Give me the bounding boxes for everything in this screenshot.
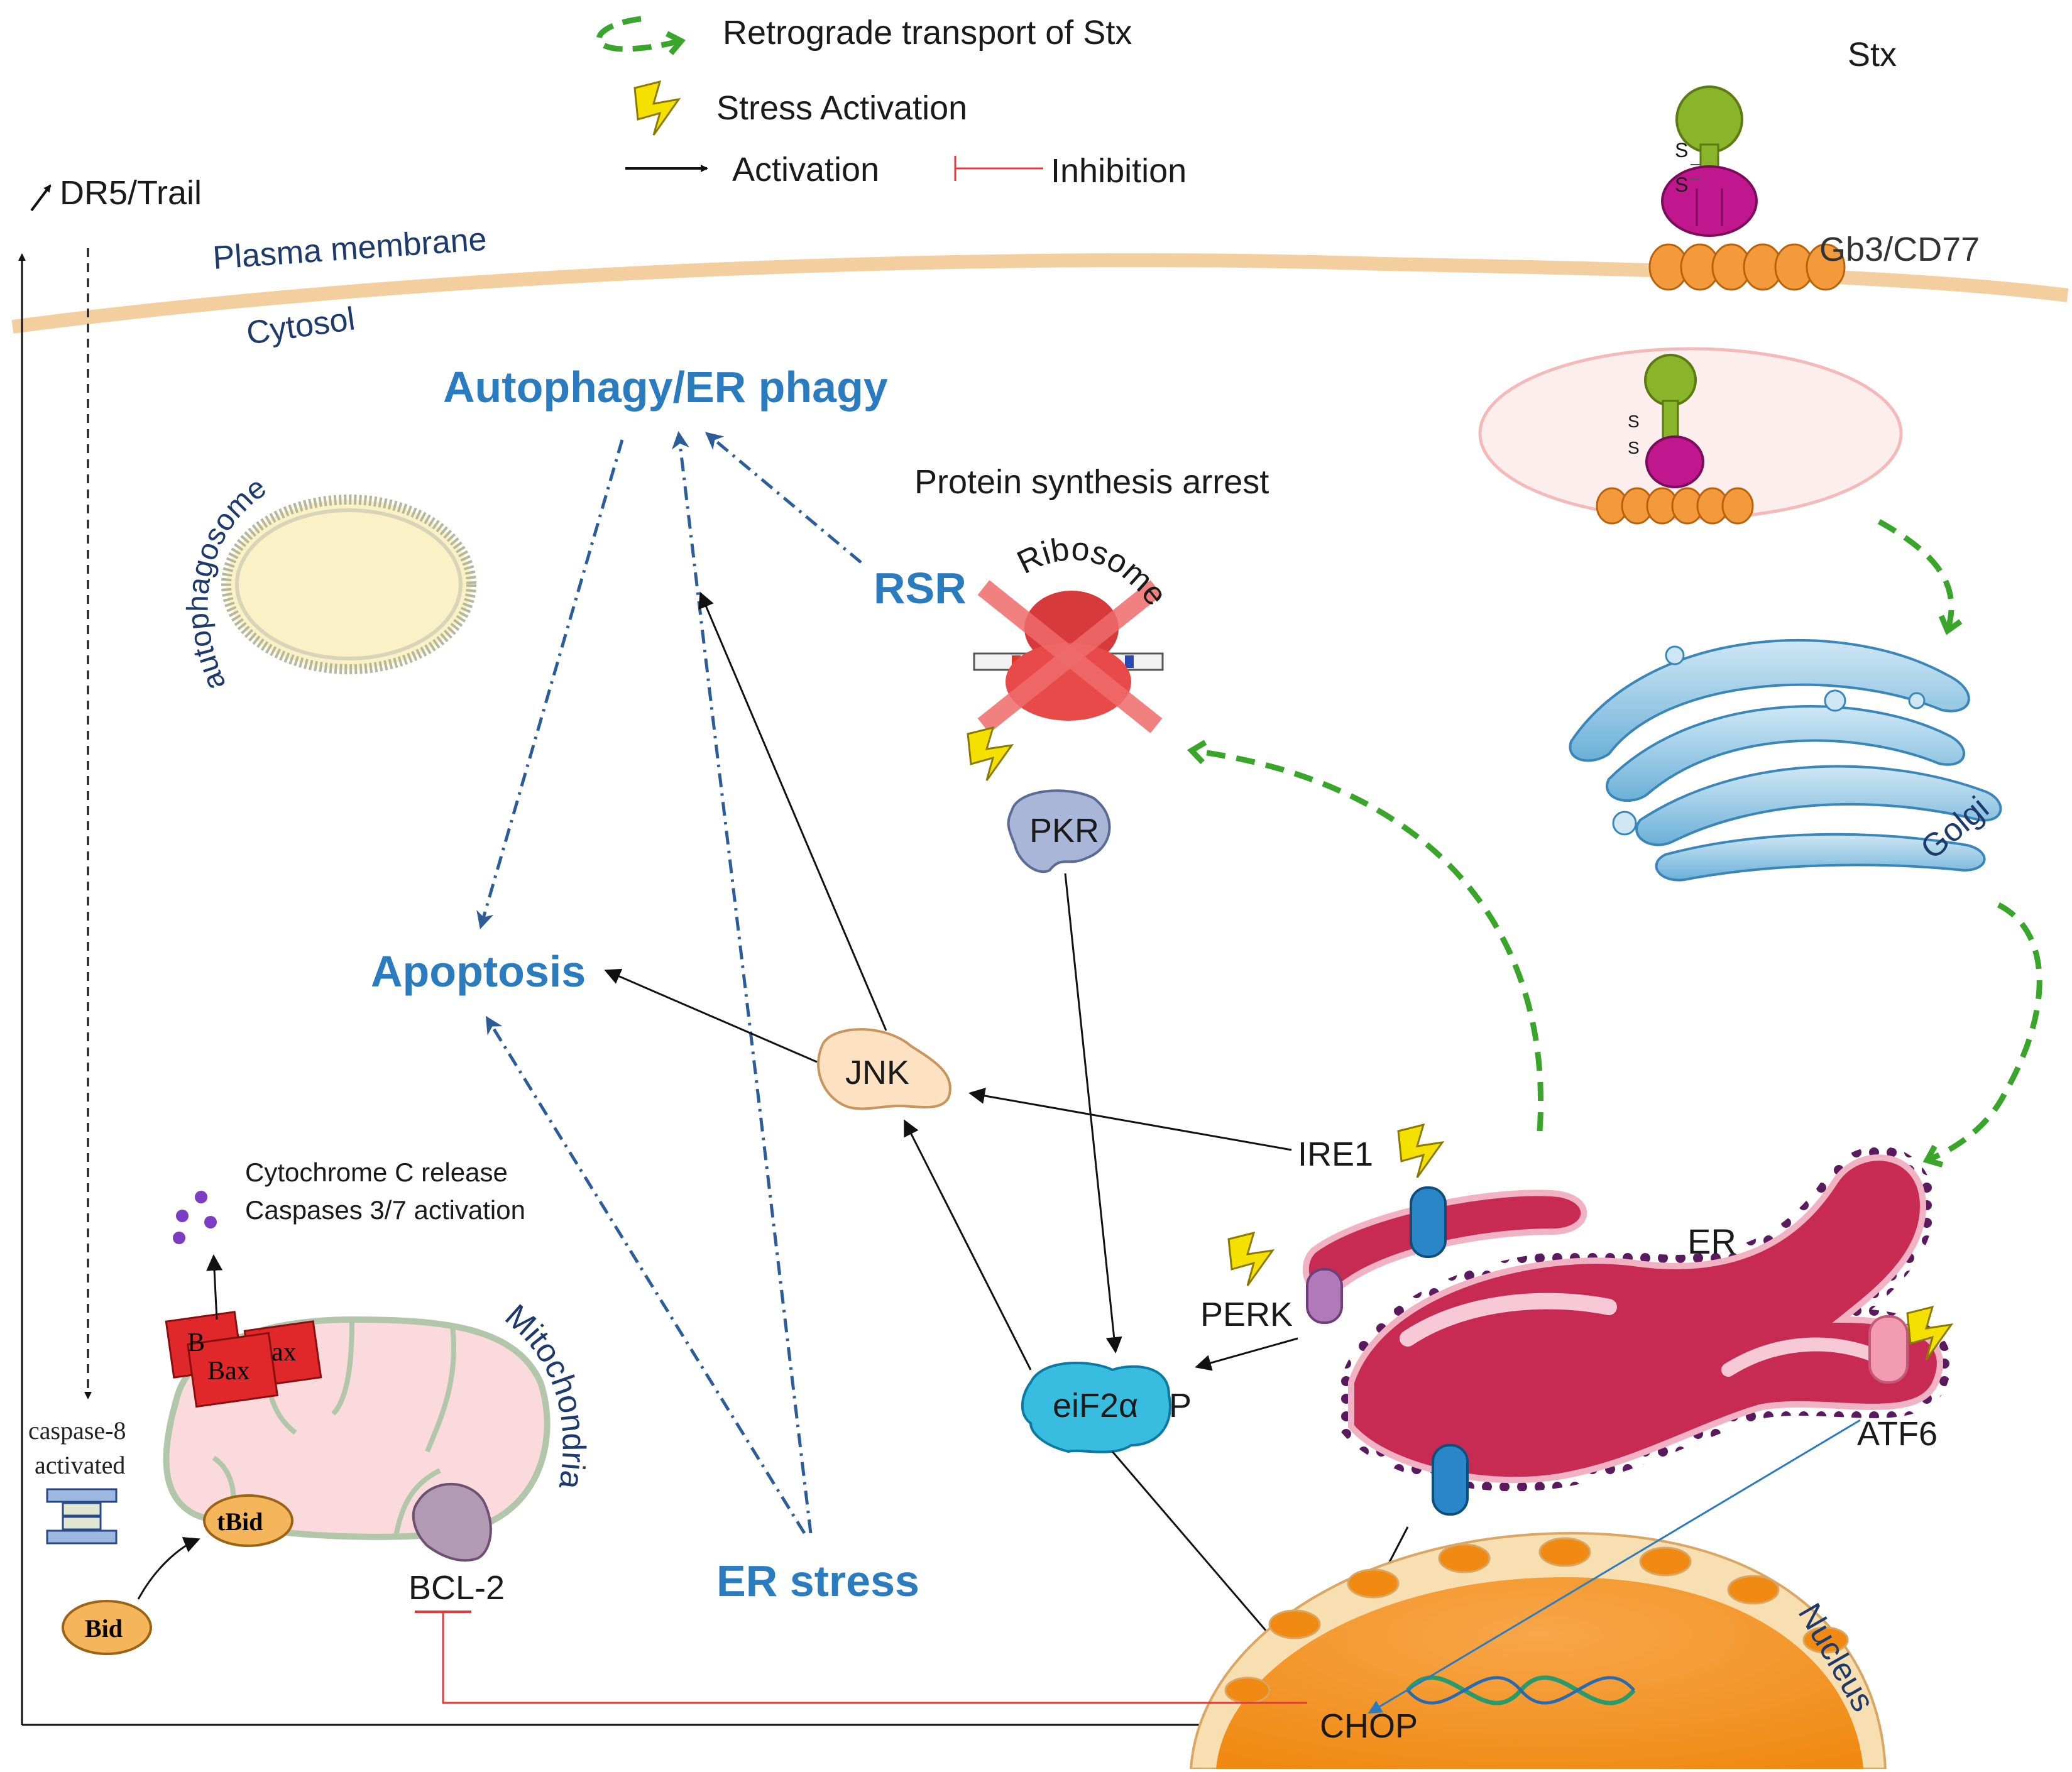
legend-stress-label: Stress Activation [716, 89, 967, 127]
gb3-label: Gb3/CD77 [1819, 231, 1980, 268]
arrow-pkr-to-eif2a [1064, 873, 1122, 1354]
bax-text-left: B [187, 1328, 205, 1357]
disulfide-s-1: S [1675, 139, 1688, 161]
atf6-label: ATF6 [1857, 1415, 1938, 1453]
arrow-jnk-to-autophagy [698, 591, 887, 1031]
eif2a-protein [1021, 1362, 1171, 1453]
retrograde-arrow-to-er [1922, 902, 2042, 1168]
bid-label: Bid [85, 1614, 123, 1643]
tbid-protein [203, 1494, 293, 1547]
stx-label: Stx [1848, 36, 1897, 74]
arrow-eif2a-to-jnk [904, 1119, 1032, 1370]
retrograde-arrow-to-golgi [1877, 519, 1963, 635]
cytochrome-label: Cytochrome C release [245, 1157, 508, 1187]
protein-synthesis-label: Protein synthesis arrest [914, 463, 1269, 501]
endoplasmic-reticulum [1302, 1146, 1951, 1516]
chop-label: CHOP [1320, 1707, 1418, 1745]
eif2a-label: eiF2α [1053, 1387, 1138, 1425]
jnk-protein [817, 1028, 951, 1110]
legend-green-dash-icon [596, 16, 686, 55]
arrow-erstress-to-autophagy [671, 431, 813, 1534]
golgi-apparatus [1569, 639, 2002, 882]
tbid-label: tBid [217, 1507, 263, 1536]
retrograde-arrow-to-ribosome [1187, 740, 1544, 1132]
vesicle-s-1: S [1628, 412, 1640, 431]
arrow-rsr-to-autophagy [704, 432, 862, 564]
ire1-lightning-icon [1397, 1123, 1445, 1178]
arrow-jnk-to-apoptosis [604, 968, 818, 1063]
autophagy-label: Autophagy/ER phagy [443, 363, 888, 412]
legend-retrograde-label: Retrograde transport of Stx [723, 14, 1132, 52]
arrow-erstress-to-apoptosis [485, 1015, 806, 1534]
dr5-up-arrow [30, 184, 52, 212]
bax-cluster [165, 1311, 322, 1408]
caspase8-label-1: caspase-8 [28, 1416, 126, 1445]
plasma-membrane-band [11, 253, 2069, 334]
jnk-label: JNK [845, 1054, 909, 1091]
bax-text-right: ax [271, 1338, 297, 1367]
gb3-receptor-vesicle [1596, 487, 1754, 525]
caspase8-label-2: activated [35, 1451, 125, 1479]
ribosome-blocked [973, 580, 1164, 733]
legend-inhibition-label: Inhibition [1051, 152, 1187, 190]
arrow-bid-to-tbid [137, 1537, 200, 1600]
legend: Retrograde transport of Stx Stress Activ… [596, 14, 1187, 190]
arrow-autophagy-to-apoptosis [476, 439, 624, 929]
rsr-label: RSR [874, 564, 967, 613]
perk-lightning-icon [1227, 1231, 1275, 1286]
autophagosome-shape [221, 495, 476, 674]
er-stress-label: ER stress [716, 1556, 919, 1605]
vesicle-s-2: S [1628, 438, 1640, 457]
arrow-perk-to-eif2a [1195, 1337, 1298, 1371]
pkr-lightning-icon [967, 726, 1014, 781]
bax-text-center: Bax [207, 1357, 250, 1386]
dr5-label: DR5/Trail [60, 174, 202, 212]
stx-toxin-top: S S [1661, 85, 1758, 237]
arrow-ire1-to-jnk [968, 1088, 1292, 1151]
caspase8-icon [46, 1488, 118, 1545]
inhibition-chop-to-bcl2 [442, 1612, 1307, 1704]
pkr-protein [1007, 789, 1111, 873]
phospho-p-label: P [1169, 1387, 1192, 1425]
nucleus [1189, 1531, 1887, 1770]
arrow-atf6-to-chop [1368, 1419, 1861, 1714]
perk-label: PERK [1200, 1296, 1293, 1333]
bid-protein [62, 1600, 152, 1655]
bcl2-label: BCL-2 [408, 1569, 505, 1607]
disulfide-s-2: S [1675, 173, 1688, 196]
plasma-membrane-label: Plasma membrane [212, 221, 488, 276]
arrow-bax-to-cytochrome [206, 1254, 223, 1320]
pkr-label: PKR [1029, 812, 1099, 850]
gb3-receptor-top [1648, 243, 1846, 291]
apoptosis-label: Apoptosis [371, 947, 586, 996]
legend-activation-label: Activation [732, 151, 879, 189]
cytosol-label: Cytosol [244, 300, 358, 352]
ire1-label: IRE1 [1298, 1135, 1373, 1173]
er-label: ER [1687, 1222, 1736, 1261]
bcl2-protein [412, 1482, 492, 1562]
atf6-lightning-icon [1906, 1305, 1954, 1360]
legend-lightning-icon [633, 80, 681, 136]
caspases-label: Caspases 3/7 activation [245, 1195, 525, 1225]
cytochrome-c-dots [173, 1191, 217, 1244]
stx-toxin-vesicle: S S [1628, 354, 1704, 488]
